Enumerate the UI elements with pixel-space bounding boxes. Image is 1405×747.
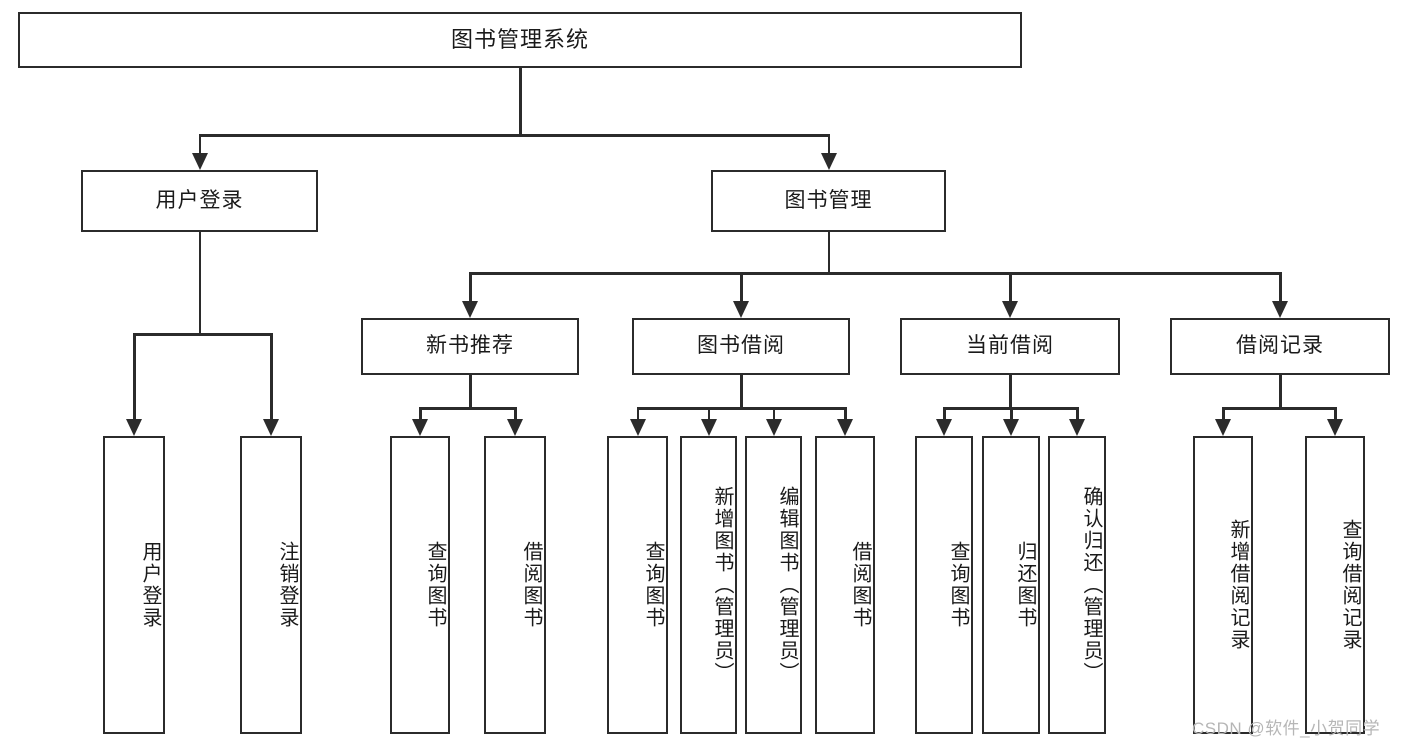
node-leaf-3-label: 借阅图书 <box>520 541 542 629</box>
node-leaf-6[interactable]: 编辑图书（管理员） <box>745 436 802 734</box>
connector-vertical <box>133 333 136 419</box>
node-level3-1-label: 图书借阅 <box>697 334 785 358</box>
node-level3-3[interactable]: 借阅记录 <box>1170 318 1390 375</box>
connector-vertical <box>1010 407 1013 419</box>
connector-vertical <box>827 232 830 272</box>
connector-vertical <box>1222 407 1225 419</box>
connector-vertical <box>270 333 273 419</box>
connector-vertical <box>1279 375 1282 407</box>
connector-vertical <box>943 407 946 419</box>
arrowhead-icon <box>126 419 142 436</box>
node-leaf-8-label: 查询图书 <box>947 541 969 629</box>
connector-vertical <box>827 134 830 153</box>
connector-vertical <box>772 407 775 419</box>
node-leaf-10-label: 确认归还（管理员） <box>1080 486 1102 684</box>
node-leaf-12[interactable]: 查询借阅记录 <box>1305 436 1365 734</box>
arrowhead-icon <box>765 419 782 436</box>
node-level3-2-label: 当前借阅 <box>966 334 1054 358</box>
connector-horizontal <box>470 272 1280 275</box>
node-leaf-6-label: 编辑图书（管理员） <box>776 486 798 684</box>
arrowhead-icon <box>1069 419 1085 436</box>
node-level2-1-label: 图书管理 <box>784 188 873 212</box>
connector-vertical <box>844 407 847 419</box>
arrowhead-icon <box>1327 419 1343 436</box>
node-leaf-1[interactable]: 注销登录 <box>240 436 302 734</box>
connector-vertical <box>1279 272 1282 301</box>
connector-vertical <box>419 407 422 419</box>
connector-vertical <box>740 375 743 407</box>
node-leaf-8[interactable]: 查询图书 <box>915 436 973 734</box>
node-leaf-4[interactable]: 查询图书 <box>607 436 668 734</box>
connector-horizontal <box>134 333 271 336</box>
connector-vertical <box>198 232 201 333</box>
node-level3-0[interactable]: 新书推荐 <box>361 318 579 375</box>
node-leaf-2-label: 查询图书 <box>424 541 446 629</box>
node-leaf-3[interactable]: 借阅图书 <box>484 436 546 734</box>
node-leaf-10[interactable]: 确认归还（管理员） <box>1048 436 1106 734</box>
connector-vertical <box>1076 407 1079 419</box>
arrowhead-icon <box>820 153 837 170</box>
connector-horizontal <box>420 407 515 410</box>
node-leaf-9[interactable]: 归还图书 <box>982 436 1040 734</box>
connector-vertical <box>1009 375 1012 407</box>
arrowhead-icon <box>837 419 853 436</box>
node-leaf-4-label: 查询图书 <box>642 541 664 629</box>
node-root-label: 图书管理系统 <box>450 27 589 53</box>
node-leaf-0-label: 用户登录 <box>139 541 161 629</box>
arrowhead-icon <box>462 301 478 318</box>
connector-vertical <box>1334 407 1337 419</box>
node-level2-0[interactable]: 用户登录 <box>81 170 318 232</box>
arrowhead-icon <box>507 419 523 436</box>
arrowhead-icon <box>629 419 646 436</box>
node-leaf-7-label: 借阅图书 <box>849 541 871 629</box>
node-leaf-11-label: 新增借阅记录 <box>1227 519 1249 651</box>
node-leaf-9-label: 归还图书 <box>1014 541 1036 629</box>
node-leaf-12-label: 查询借阅记录 <box>1339 519 1361 651</box>
node-level2-1[interactable]: 图书管理 <box>711 170 946 232</box>
arrowhead-icon <box>936 419 952 436</box>
node-level2-0-label: 用户登录 <box>155 188 244 212</box>
node-root[interactable]: 图书管理系统 <box>18 12 1022 68</box>
arrowhead-icon <box>191 153 208 170</box>
node-leaf-2[interactable]: 查询图书 <box>390 436 450 734</box>
connector-vertical <box>469 272 472 301</box>
connector-vertical <box>514 407 517 419</box>
arrowhead-icon <box>1215 419 1231 436</box>
connector-vertical <box>740 272 743 301</box>
arrowhead-icon <box>263 419 279 436</box>
connector-vertical <box>1009 272 1012 301</box>
arrowhead-icon <box>1002 301 1018 318</box>
connector-horizontal <box>637 407 845 410</box>
node-leaf-0[interactable]: 用户登录 <box>103 436 165 734</box>
arrowhead-icon <box>412 419 428 436</box>
arrowhead-icon <box>1272 301 1288 318</box>
arrowhead-icon <box>700 419 717 436</box>
node-leaf-1-label: 注销登录 <box>276 541 298 629</box>
node-level3-2[interactable]: 当前借阅 <box>900 318 1120 375</box>
connector-vertical <box>519 68 522 134</box>
connector-horizontal <box>199 134 829 137</box>
node-level3-1[interactable]: 图书借阅 <box>632 318 850 375</box>
node-leaf-5[interactable]: 新增图书（管理员） <box>680 436 737 734</box>
connector-vertical <box>707 407 710 419</box>
arrowhead-icon <box>733 301 749 318</box>
connector-horizontal <box>1223 407 1335 410</box>
watermark-text: CSDN @软件_小贺同学 <box>1192 719 1381 738</box>
node-leaf-11[interactable]: 新增借阅记录 <box>1193 436 1253 734</box>
node-leaf-7[interactable]: 借阅图书 <box>815 436 875 734</box>
connector-vertical <box>469 375 472 407</box>
node-level3-0-label: 新书推荐 <box>426 334 514 358</box>
node-level3-3-label: 借阅记录 <box>1236 334 1324 358</box>
connector-vertical <box>636 407 639 419</box>
connector-vertical <box>198 134 201 153</box>
node-leaf-5-label: 新增图书（管理员） <box>711 486 733 684</box>
arrowhead-icon <box>1003 419 1019 436</box>
